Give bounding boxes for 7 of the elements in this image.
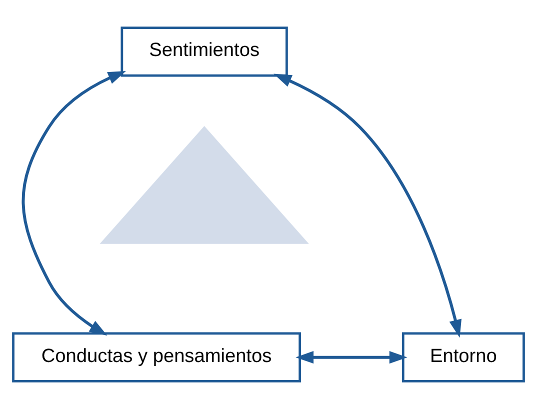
node-box: Conductas y pensamientos [12,332,302,382]
node-box: Sentimientos [120,26,288,76]
arrow [296,350,408,364]
node-triangle [100,125,309,244]
arrow [274,73,462,338]
node-box: Entorno [402,332,525,382]
arrow [22,70,126,336]
